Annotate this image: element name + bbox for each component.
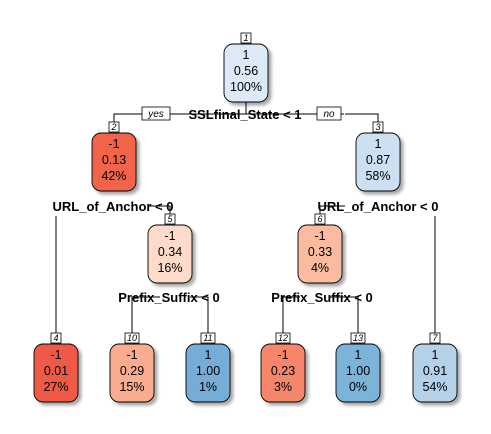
tree-nodes: 110.56100%2-10.1342%310.8758%5-10.3416%6… <box>33 32 458 403</box>
node-id-label: 7 <box>432 333 438 343</box>
tree-node-12: 12 -1 0.23 3% <box>260 332 306 403</box>
node-pct-label: 27% <box>43 380 68 394</box>
node-prob-label: 0.23 <box>271 364 295 378</box>
node-box <box>260 343 306 403</box>
tree-node-6: 6 -1 0.33 4% <box>297 213 343 284</box>
node-box <box>91 132 137 192</box>
split-label-node-5: Prefix_Suffix < 0 <box>118 290 220 305</box>
node-id-box <box>314 213 326 225</box>
split-label-node-6: Prefix_Suffix < 0 <box>271 290 373 305</box>
edge-3-6 <box>319 205 345 214</box>
node-pct-label: 4% <box>311 261 329 275</box>
node-id-box <box>350 332 366 344</box>
node-class-label: 1 <box>375 137 382 151</box>
node-box <box>33 343 79 403</box>
node-id-label: 13 <box>353 333 363 343</box>
node-pct-label: 3% <box>274 380 292 394</box>
split-label-node-2: URL_of_Anchor < 0 <box>53 199 174 214</box>
node-class-label: 1 <box>355 348 362 362</box>
node-id-box <box>164 213 176 225</box>
node-id-box <box>200 332 216 344</box>
node-prob-label: 0.34 <box>158 245 182 259</box>
node-prob-label: 0.29 <box>120 364 144 378</box>
node-prob-label: 0.01 <box>44 364 68 378</box>
node-pct-label: 0% <box>349 380 367 394</box>
edge-6-12 <box>282 296 300 334</box>
node-prob-label: 0.33 <box>308 245 332 259</box>
node-id-label: 6 <box>317 214 322 224</box>
node-id-box <box>50 332 62 344</box>
node-id-label: 1 <box>243 33 248 43</box>
edge-6-13 <box>330 296 359 334</box>
node-prob-label: 0.87 <box>366 153 390 167</box>
edge-5-11 <box>190 296 209 334</box>
tree-node-5: 5 -1 0.34 16% <box>147 213 193 284</box>
node-prob-label: 0.56 <box>234 64 258 78</box>
edge-2-5 <box>148 205 171 214</box>
edge-1-3 <box>345 113 379 124</box>
tree-node-10: 10 -1 0.29 15% <box>109 332 155 403</box>
node-id-box <box>108 121 120 133</box>
node-id-box <box>429 332 441 344</box>
node-box <box>147 224 193 284</box>
node-id-label: 2 <box>110 122 116 132</box>
node-box <box>109 343 155 403</box>
node-class-label: 1 <box>243 48 250 62</box>
node-id-box <box>124 332 140 344</box>
node-pct-label: 54% <box>422 380 447 394</box>
node-id-box <box>372 121 384 133</box>
node-box <box>412 343 458 403</box>
node-id-label: 3 <box>375 122 380 132</box>
node-class-label: -1 <box>277 348 288 362</box>
node-id-label: 5 <box>167 214 173 224</box>
node-pct-label: 16% <box>157 261 182 275</box>
node-id-label: 12 <box>278 333 288 343</box>
node-box <box>223 43 269 103</box>
node-id-label: 4 <box>53 333 58 343</box>
edge-1-2 <box>113 113 140 124</box>
node-id-label: 11 <box>203 333 212 343</box>
node-prob-label: 1.00 <box>196 364 220 378</box>
no-tag: no <box>316 106 342 121</box>
node-prob-label: 0.13 <box>102 153 126 167</box>
node-prob-label: 0.91 <box>423 364 447 378</box>
node-id-box <box>275 332 291 344</box>
node-class-label: -1 <box>50 348 61 362</box>
node-box <box>335 343 381 403</box>
node-pct-label: 42% <box>101 169 126 183</box>
node-id-label: 10 <box>127 333 137 343</box>
tree-node-7: 7 1 0.91 54% <box>412 332 458 403</box>
node-class-label: -1 <box>314 229 325 243</box>
tree-node-13: 13 1 1.00 0% <box>335 332 381 403</box>
node-box <box>297 224 343 284</box>
tree-node-1: 1 1 0.56 100% <box>223 32 269 103</box>
node-pct-label: 58% <box>365 169 390 183</box>
tree-node-3: 3 1 0.87 58% <box>355 121 401 192</box>
tree-node-2: 2 -1 0.13 42% <box>91 121 137 192</box>
split-label-node-3: URL_of_Anchor < 0 <box>318 199 439 214</box>
node-class-label: -1 <box>126 348 137 362</box>
node-box <box>355 132 401 192</box>
node-class-label: 1 <box>432 348 439 362</box>
node-class-label: 1 <box>205 348 212 362</box>
yes-tag-label: yes <box>147 109 164 120</box>
tree-node-4: 4 -1 0.01 27% <box>33 332 79 403</box>
split-label-root: SSLfinal_State < 1 <box>188 107 301 122</box>
node-pct-label: 15% <box>119 380 144 394</box>
no-tag-label: no <box>323 109 335 120</box>
edge-5-10 <box>131 296 160 334</box>
node-prob-label: 1.00 <box>346 364 370 378</box>
node-class-label: -1 <box>164 229 175 243</box>
yes-tag: yes <box>141 106 171 121</box>
node-class-label: -1 <box>108 137 119 151</box>
node-pct-label: 100% <box>230 80 262 94</box>
node-id-box <box>240 32 252 44</box>
node-pct-label: 1% <box>199 380 217 394</box>
node-box <box>185 343 231 403</box>
